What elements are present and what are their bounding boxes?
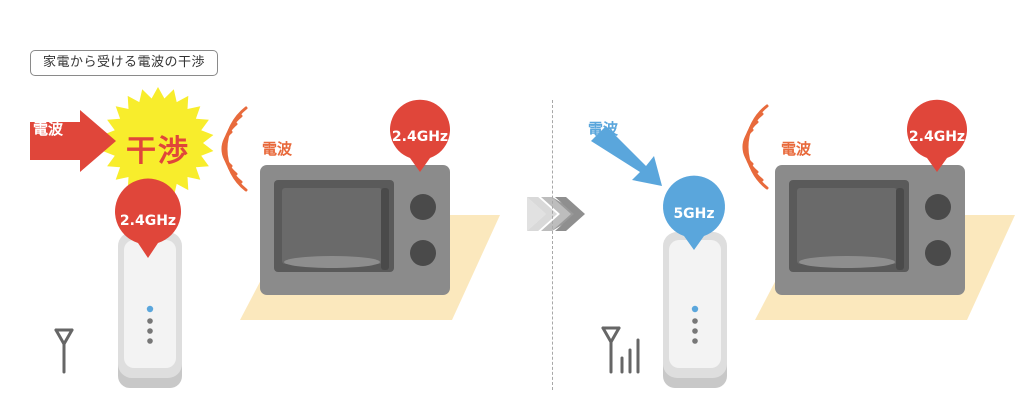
router-band-right: 5GHz [673, 206, 715, 222]
wave-label-right: 電波 [588, 120, 619, 138]
antenna-icon [54, 328, 74, 374]
pin-router-right [663, 175, 725, 250]
wave-arrow-left [30, 110, 116, 172]
microwave-oven-right [755, 165, 1015, 320]
interference-burst [102, 87, 214, 199]
router-right [663, 232, 727, 388]
microwave-band-right: 2.4GHz [908, 129, 966, 145]
right-panel [591, 99, 1015, 388]
microwave-wave-label-right: 電波 [781, 140, 812, 158]
antenna-signal-icon [601, 326, 640, 374]
microwave-oven [240, 165, 500, 320]
wave-label-left: 電波 [33, 120, 64, 138]
microwave-wave-label-left: 電波 [262, 140, 293, 158]
panel-divider [552, 100, 553, 390]
pin-router-left [115, 178, 182, 258]
router-left [118, 232, 182, 388]
wave-arcs-right [742, 104, 769, 190]
wave-arrow-right [591, 126, 662, 186]
microwave-band-left: 2.4GHz [391, 129, 449, 145]
pin-microwave-left [389, 99, 450, 172]
left-panel [30, 87, 500, 388]
wave-arcs-left [221, 106, 248, 192]
page-title: 家電から受ける電波の干渉 [30, 50, 219, 76]
router-band-left: 2.4GHz [119, 213, 177, 229]
pin-microwave-right [907, 99, 968, 172]
interference-label: 干渉 [126, 134, 190, 169]
transition-arrows [527, 197, 585, 231]
